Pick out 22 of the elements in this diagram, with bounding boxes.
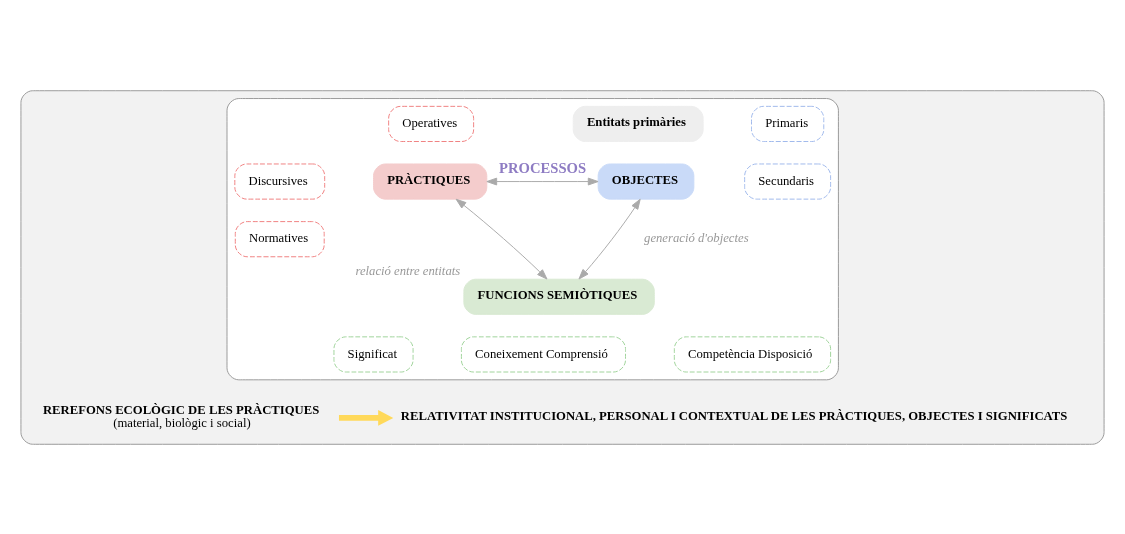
arrow — [486, 177, 599, 185]
node-box: Primaris — [751, 105, 825, 142]
node-box: Coneixement Comprensió — [460, 335, 626, 372]
arrow — [455, 198, 548, 279]
node-box: Operatives — [388, 105, 475, 142]
node-box: Competència Disposició — [673, 335, 832, 372]
edge-label: PROCESSOS — [499, 159, 587, 176]
node-box: Normatives — [234, 220, 325, 257]
node-box: OBJECTES — [597, 163, 695, 200]
node-text: RELATIVITAT INSTITUCIONAL, PERSONAL I CONTEXTUAL DE LES PRÀCTIQUES, OBJECTES I SIGNIFICATS — [400, 408, 1068, 423]
node-text: REREFONS ECOLÒGIC DE LES PRÀCTIQUES (material, biològic i social) — [42, 402, 320, 430]
node-box: Secundaris — [744, 163, 832, 200]
cluster — [20, 89, 1105, 445]
label: generació d'objectes — [644, 230, 749, 245]
node-box: Discursives — [234, 163, 326, 200]
node-box: PRÀCTIQUES — [373, 163, 488, 200]
node-box: Significat — [333, 335, 414, 372]
node-box: FUNCIONS SEMIÒTIQUES — [463, 278, 655, 315]
arrow — [578, 198, 641, 279]
node-label: relació entre entitats — [355, 263, 461, 278]
cluster — [226, 97, 839, 380]
arrow — [339, 409, 394, 426]
